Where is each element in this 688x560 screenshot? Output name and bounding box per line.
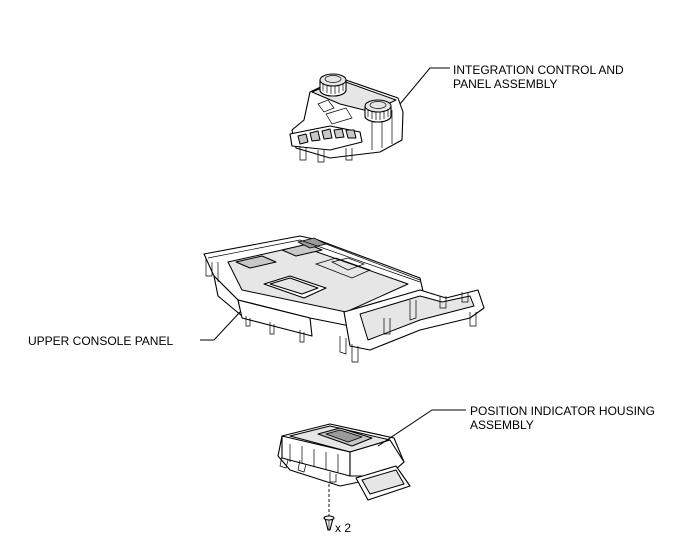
clip-quantity-label: x 2: [335, 521, 352, 535]
control-knob-right-icon: [364, 99, 392, 123]
label-line-1: POSITION INDICATOR HOUSING: [470, 404, 655, 418]
label-line-2: ASSEMBLY: [470, 418, 534, 432]
leader-line-upper-console: [200, 311, 241, 341]
label-line-1: UPPER CONSOLE PANEL: [28, 334, 174, 348]
label-position-indicator-housing-assembly: POSITION INDICATOR HOUSING ASSEMBLY: [470, 404, 655, 432]
leader-line-position-indicator: [377, 409, 466, 447]
label-integration-control-panel-assembly: INTEGRATION CONTROL AND PANEL ASSEMBLY: [453, 63, 624, 91]
control-knob-left-icon: [319, 73, 347, 97]
leader-line-integration: [399, 67, 450, 105]
integration-control-panel-assembly: [289, 73, 404, 163]
label-upper-console-panel: UPPER CONSOLE PANEL: [28, 334, 173, 348]
upper-console-panel: [203, 235, 485, 363]
clip-icon: [323, 515, 335, 531]
label-line-2: PANEL ASSEMBLY: [453, 77, 558, 91]
position-indicator-housing-assembly: [277, 423, 411, 501]
label-line-1: INTEGRATION CONTROL AND: [453, 63, 624, 77]
